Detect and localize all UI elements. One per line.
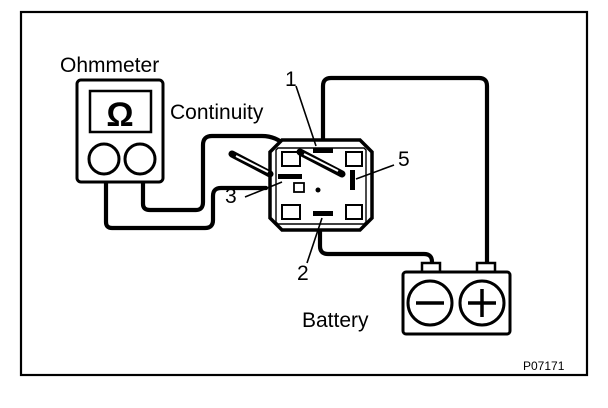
- figure-frame: [19, 10, 589, 377]
- terminal-1-label: 1: [285, 68, 297, 91]
- ohmmeter-lead-right: [140, 133, 347, 213]
- leader-1: [295, 85, 317, 147]
- battery-label: Battery: [302, 309, 369, 332]
- ohmmeter-jack-right: [123, 142, 157, 176]
- terminal-2-label: 2: [297, 262, 309, 285]
- relay-terminal-1: [313, 148, 333, 153]
- ohmmeter-jack-left: [87, 142, 121, 176]
- terminal-5-label: 5: [398, 148, 410, 171]
- ohmmeter-lead-left: [103, 177, 269, 231]
- relay: [268, 138, 374, 232]
- relay-terminal-5: [350, 170, 355, 190]
- battery-positive-wire: [320, 75, 490, 273]
- terminal-3-label: 3: [225, 185, 237, 208]
- ohmmeter: [75, 78, 165, 184]
- battery-negative-wire: [317, 211, 435, 273]
- leader-3: [244, 181, 283, 198]
- leader-2: [306, 217, 323, 264]
- relay-terminal-3: [278, 174, 302, 179]
- figure-code: P07171: [523, 359, 565, 373]
- battery: [401, 261, 512, 336]
- continuity-label: Continuity: [170, 101, 264, 124]
- ohm-icon: Ω: [106, 96, 133, 134]
- leader-5: [355, 164, 395, 180]
- ohmmeter-label: Ohmmeter: [60, 54, 159, 77]
- relay-terminal-2: [313, 211, 333, 216]
